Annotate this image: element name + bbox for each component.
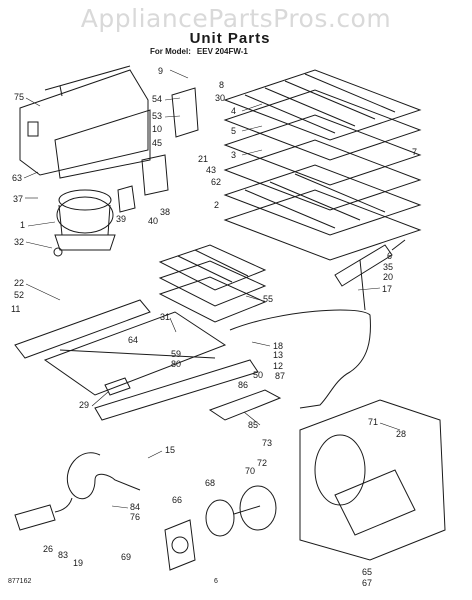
callout-32: 32 [14,237,24,247]
relay-overload [117,185,136,213]
callout-7: 7 [412,147,417,157]
mounting-strap [104,377,131,396]
callout-38: 38 [160,207,170,217]
callout-9: 9 [158,66,163,76]
callout-labels: 75 63 37 1 32 22 52 11 9 54 53 10 8 30 4… [11,66,417,588]
callout-75: 75 [14,92,24,102]
watermark: AppliancePartsPros.com [80,4,392,33]
part-drawings [14,65,446,571]
callout-72: 72 [257,458,267,468]
callout-62: 62 [211,177,221,187]
motor-mount [164,519,196,571]
callout-15: 15 [165,445,175,455]
callout-55: 55 [263,294,273,304]
back-cover-panel [19,65,151,179]
callout-86: 86 [238,380,248,390]
callout-17: 17 [382,284,392,294]
callout-66: 66 [172,495,182,505]
document-code: 877162 [8,578,32,585]
callout-22: 22 [14,278,24,288]
fan-motor [205,485,277,537]
callout-85: 85 [248,420,258,430]
callout-19: 19 [73,558,83,568]
callout-3: 3 [231,150,236,160]
callout-52: 52 [14,290,24,300]
model-line: For Model: EEV 204FW-1 [150,47,320,56]
callout-87: 87 [275,371,285,381]
wiring-harness [14,452,141,531]
callout-13: 13 [273,350,283,360]
callout-73: 73 [262,438,272,448]
callout-63: 63 [12,173,22,183]
callout-28: 28 [396,429,406,439]
compressor [53,189,116,257]
callout-1: 1 [20,220,25,230]
refrigerant-tubing [229,259,371,409]
model-prefix: For Model: [150,47,191,56]
lower-evaporator-coil [158,244,267,323]
callout-37: 37 [13,194,23,204]
callout-26: 26 [43,544,53,554]
diagram-title: Unit Parts [189,30,271,47]
callout-68: 68 [205,478,215,488]
base-frame [14,299,259,421]
callout-29: 29 [79,400,89,410]
callout-10: 10 [152,124,162,134]
condenser-coil [223,69,422,261]
callout-40: 40 [148,216,158,226]
model-number: EEV 204FW-1 [196,47,248,56]
callout-50: 50 [253,370,263,380]
callout-20: 20 [383,272,393,282]
callout-59: 59 [171,349,181,359]
callout-84: 84 [130,502,140,512]
callout-6: 6 [387,251,392,261]
fan-shroud [299,399,446,561]
callout-5: 5 [231,126,236,136]
callout-8: 8 [219,80,224,90]
callout-69: 69 [121,552,131,562]
callout-31: 31 [160,312,170,322]
callout-53: 53 [152,111,162,121]
thermostat-bracket [171,87,199,138]
callout-71: 71 [368,417,378,427]
drain-bracket [208,389,282,421]
callout-76: 76 [130,512,140,522]
callout-2: 2 [214,200,219,210]
callout-45: 45 [152,138,162,148]
callout-70: 70 [245,466,255,476]
filter-drier [334,239,406,287]
page-number: 6 [214,578,218,585]
callout-67b: 67 [362,578,372,588]
callout-65: 65 [362,567,372,577]
callout-30: 30 [215,93,225,103]
callout-54: 54 [152,94,162,104]
callout-11: 11 [11,304,20,314]
callout-83: 83 [58,550,68,560]
callout-12: 12 [273,361,283,371]
callout-35: 35 [383,262,393,272]
callout-80: 80 [171,359,181,369]
callout-43: 43 [206,165,216,175]
callout-21: 21 [198,154,208,164]
defrost-timer [141,154,169,196]
callout-18: 18 [273,341,283,351]
callout-39: 39 [116,214,126,224]
callout-4: 4 [231,106,236,116]
callout-64: 64 [128,335,138,345]
leader-lines [23,69,401,509]
